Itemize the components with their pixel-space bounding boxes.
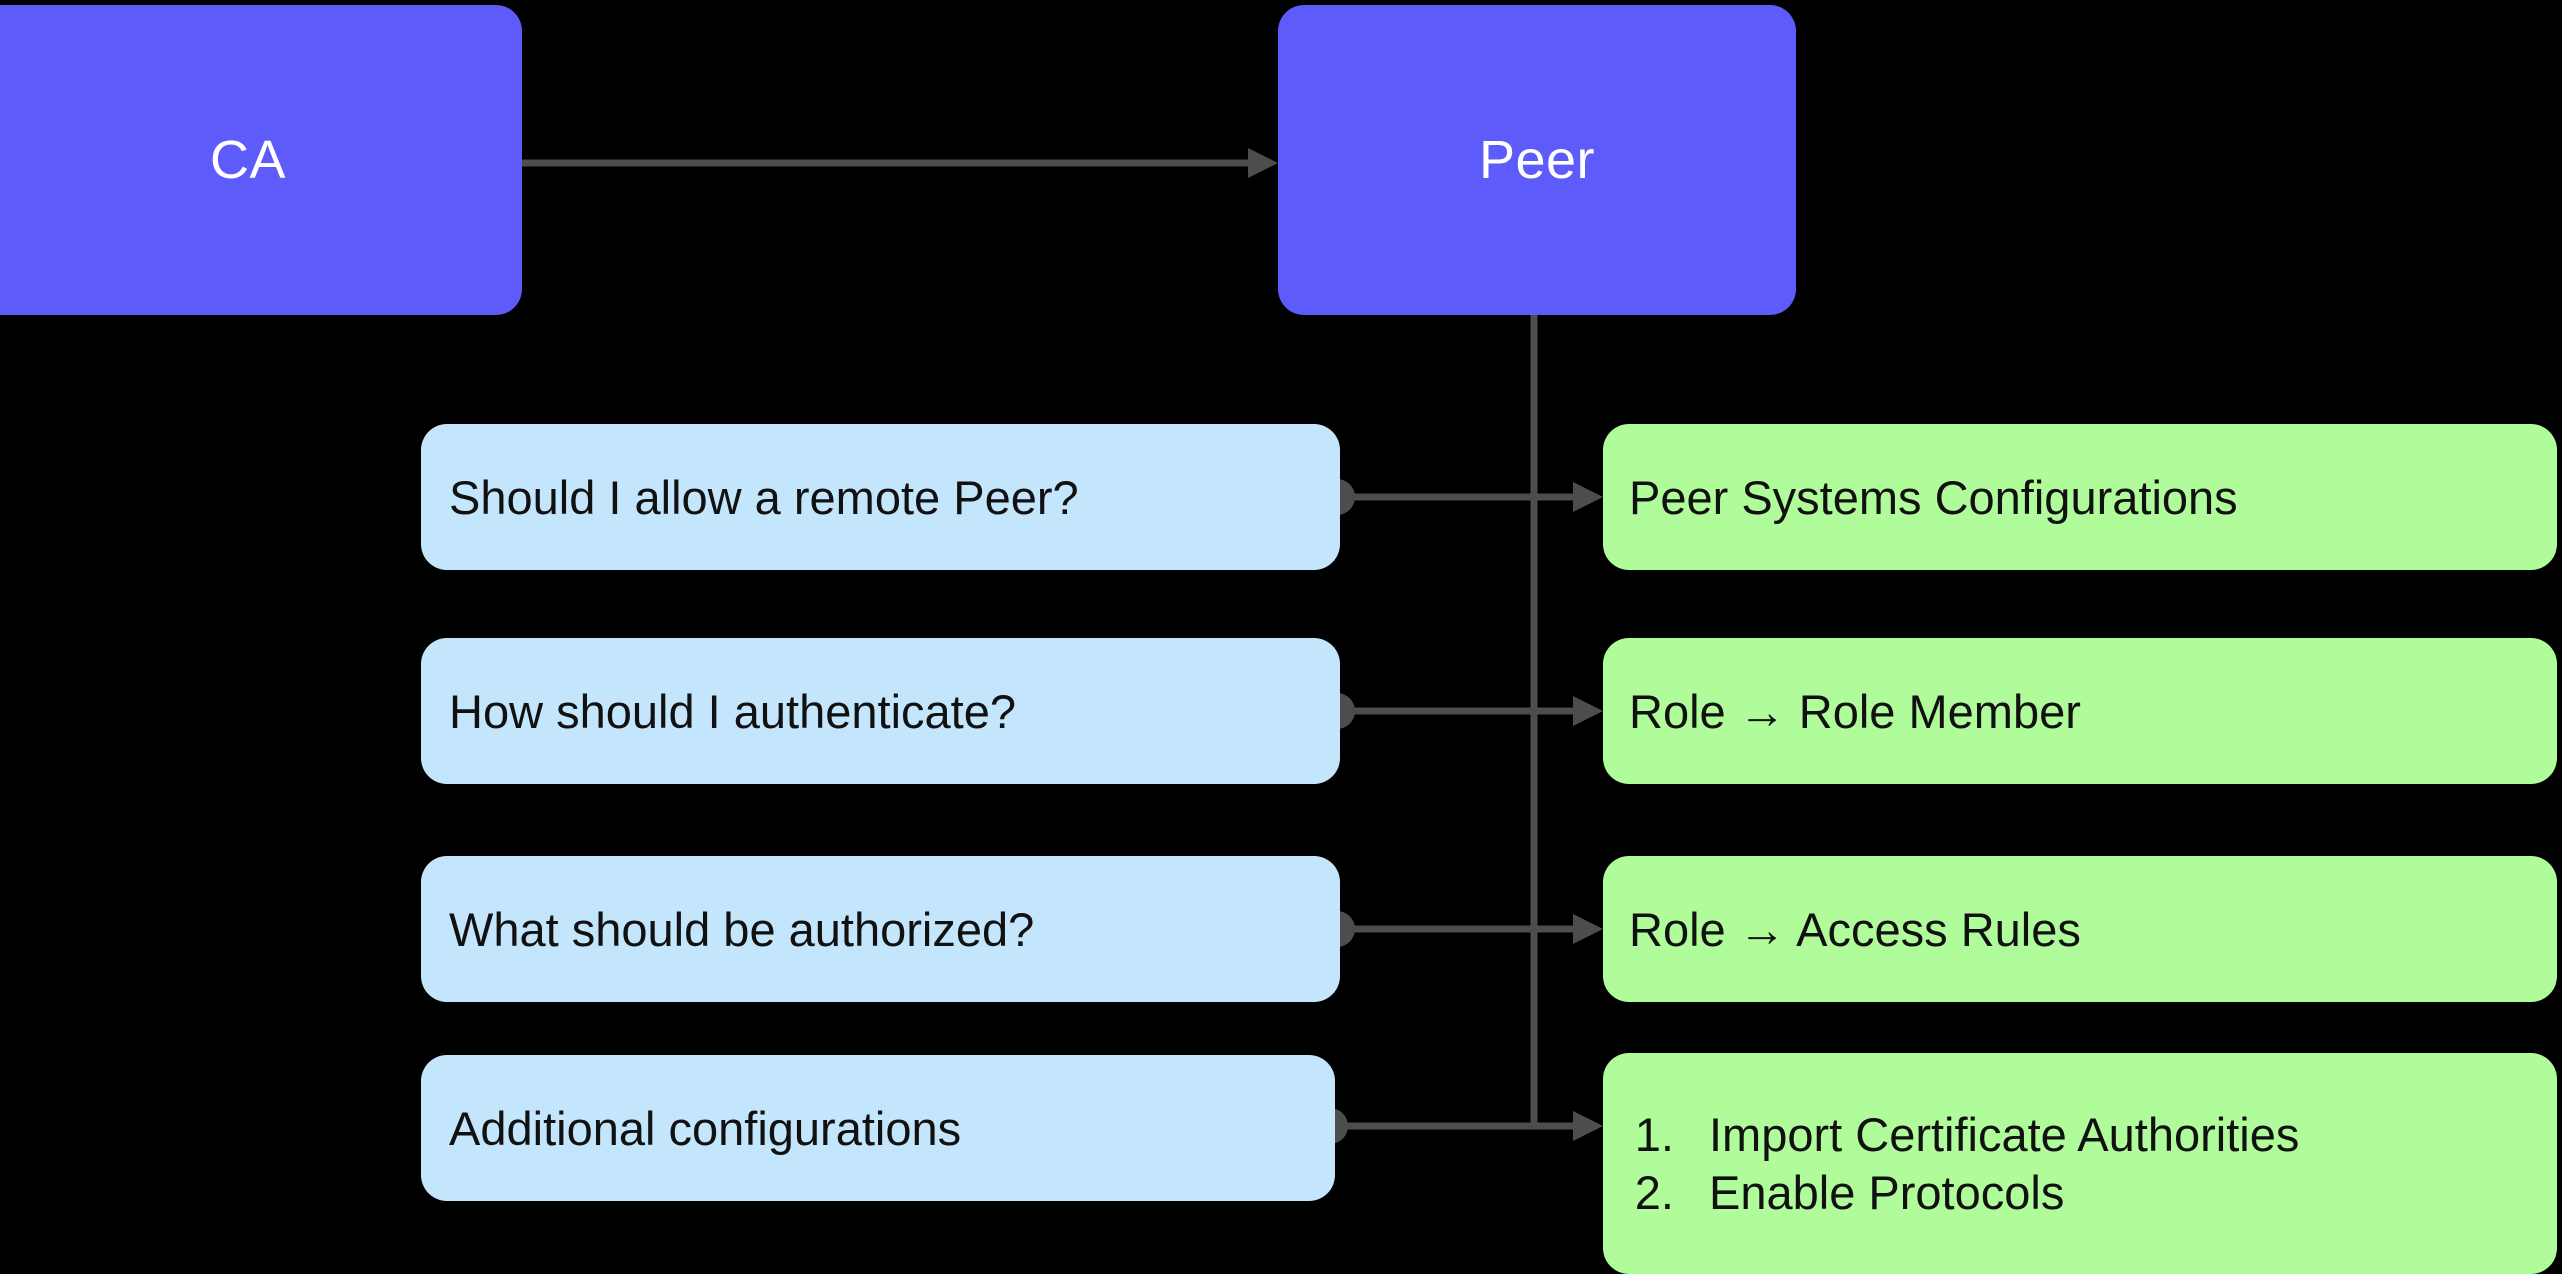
- question-label-1: Should I allow a remote Peer?: [449, 470, 1079, 524]
- question-card-4[interactable]: Additional configurations: [421, 1055, 1335, 1201]
- answer-label-3: Role → Access Rules: [1629, 902, 2081, 956]
- answer-card-1[interactable]: Peer Systems Configurations: [1603, 424, 2557, 570]
- edge-row-3: [1319, 911, 1603, 947]
- answer-list-4: Import Certificate Authorities Enable Pr…: [1629, 1106, 2299, 1221]
- edge-row-4: [1312, 1108, 1603, 1144]
- question-card-1[interactable]: Should I allow a remote Peer?: [421, 424, 1340, 570]
- answer-list-item-1: Import Certificate Authorities: [1687, 1106, 2299, 1163]
- answer-card-2[interactable]: Role → Role Member: [1603, 638, 2557, 784]
- node-peer[interactable]: Peer: [1278, 5, 1796, 315]
- edge-row-2: [1319, 693, 1603, 729]
- node-ca-label: CA: [209, 130, 286, 190]
- edge-row-1: [1319, 479, 1603, 515]
- answer-label-2: Role → Role Member: [1629, 684, 2081, 738]
- question-card-3[interactable]: What should be authorized?: [421, 856, 1340, 1002]
- question-label-3: What should be authorized?: [449, 902, 1035, 956]
- node-peer-label: Peer: [1478, 130, 1596, 190]
- answer-label-1: Peer Systems Configurations: [1629, 470, 2238, 524]
- question-label-2: How should I authenticate?: [449, 684, 1016, 738]
- node-ca[interactable]: CA: [0, 5, 522, 315]
- answer-card-3[interactable]: Role → Access Rules: [1603, 856, 2557, 1002]
- edge-ca-to-peer: [521, 148, 1278, 178]
- question-label-4: Additional configurations: [449, 1101, 962, 1155]
- answer-card-4[interactable]: Import Certificate Authorities Enable Pr…: [1603, 1053, 2557, 1274]
- question-card-2[interactable]: How should I authenticate?: [421, 638, 1340, 784]
- answer-list-item-2: Enable Protocols: [1687, 1164, 2299, 1221]
